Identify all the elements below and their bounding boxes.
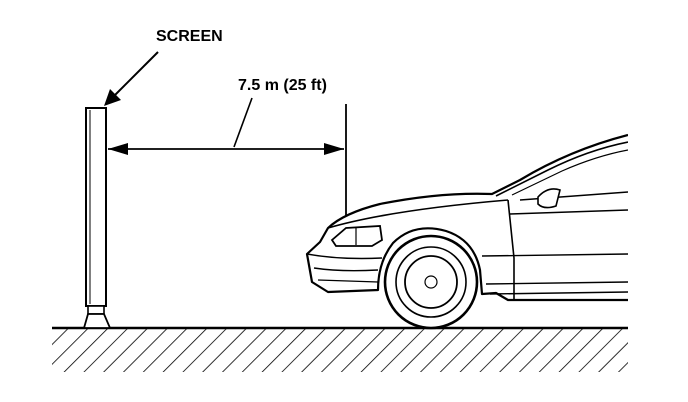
screen-board xyxy=(82,107,112,329)
distance-label: 7.5 m (25 ft) xyxy=(238,77,327,94)
door-front-edge xyxy=(507,199,515,300)
hood-line xyxy=(327,199,509,229)
bumper-top xyxy=(306,253,383,260)
bumper-mid xyxy=(313,267,379,272)
bumper-bottom xyxy=(317,279,379,283)
rocker-line xyxy=(489,291,628,295)
screen-pointer-arrow xyxy=(104,51,159,106)
distance-dimension xyxy=(108,97,347,236)
side-line-lower xyxy=(485,281,628,285)
front-wheel xyxy=(383,234,479,330)
car xyxy=(305,133,628,330)
distance-arrow-left xyxy=(108,143,128,155)
screen-label: SCREEN xyxy=(156,28,223,45)
ground xyxy=(52,326,628,372)
wheel-hub xyxy=(424,275,438,289)
side-mirror xyxy=(537,188,561,209)
headlight xyxy=(330,225,383,247)
car-body xyxy=(305,133,628,302)
side-line-upper xyxy=(481,253,628,257)
screen-stand-base xyxy=(82,313,112,329)
screen-stand-neck xyxy=(87,305,105,315)
distance-leader xyxy=(233,97,253,148)
belt-line-lower xyxy=(509,209,628,215)
screen-panel xyxy=(85,107,107,307)
windshield-frame xyxy=(511,149,628,196)
distance-arrow-right xyxy=(324,143,344,155)
ground-hatching xyxy=(52,328,628,372)
windshield xyxy=(495,141,628,197)
